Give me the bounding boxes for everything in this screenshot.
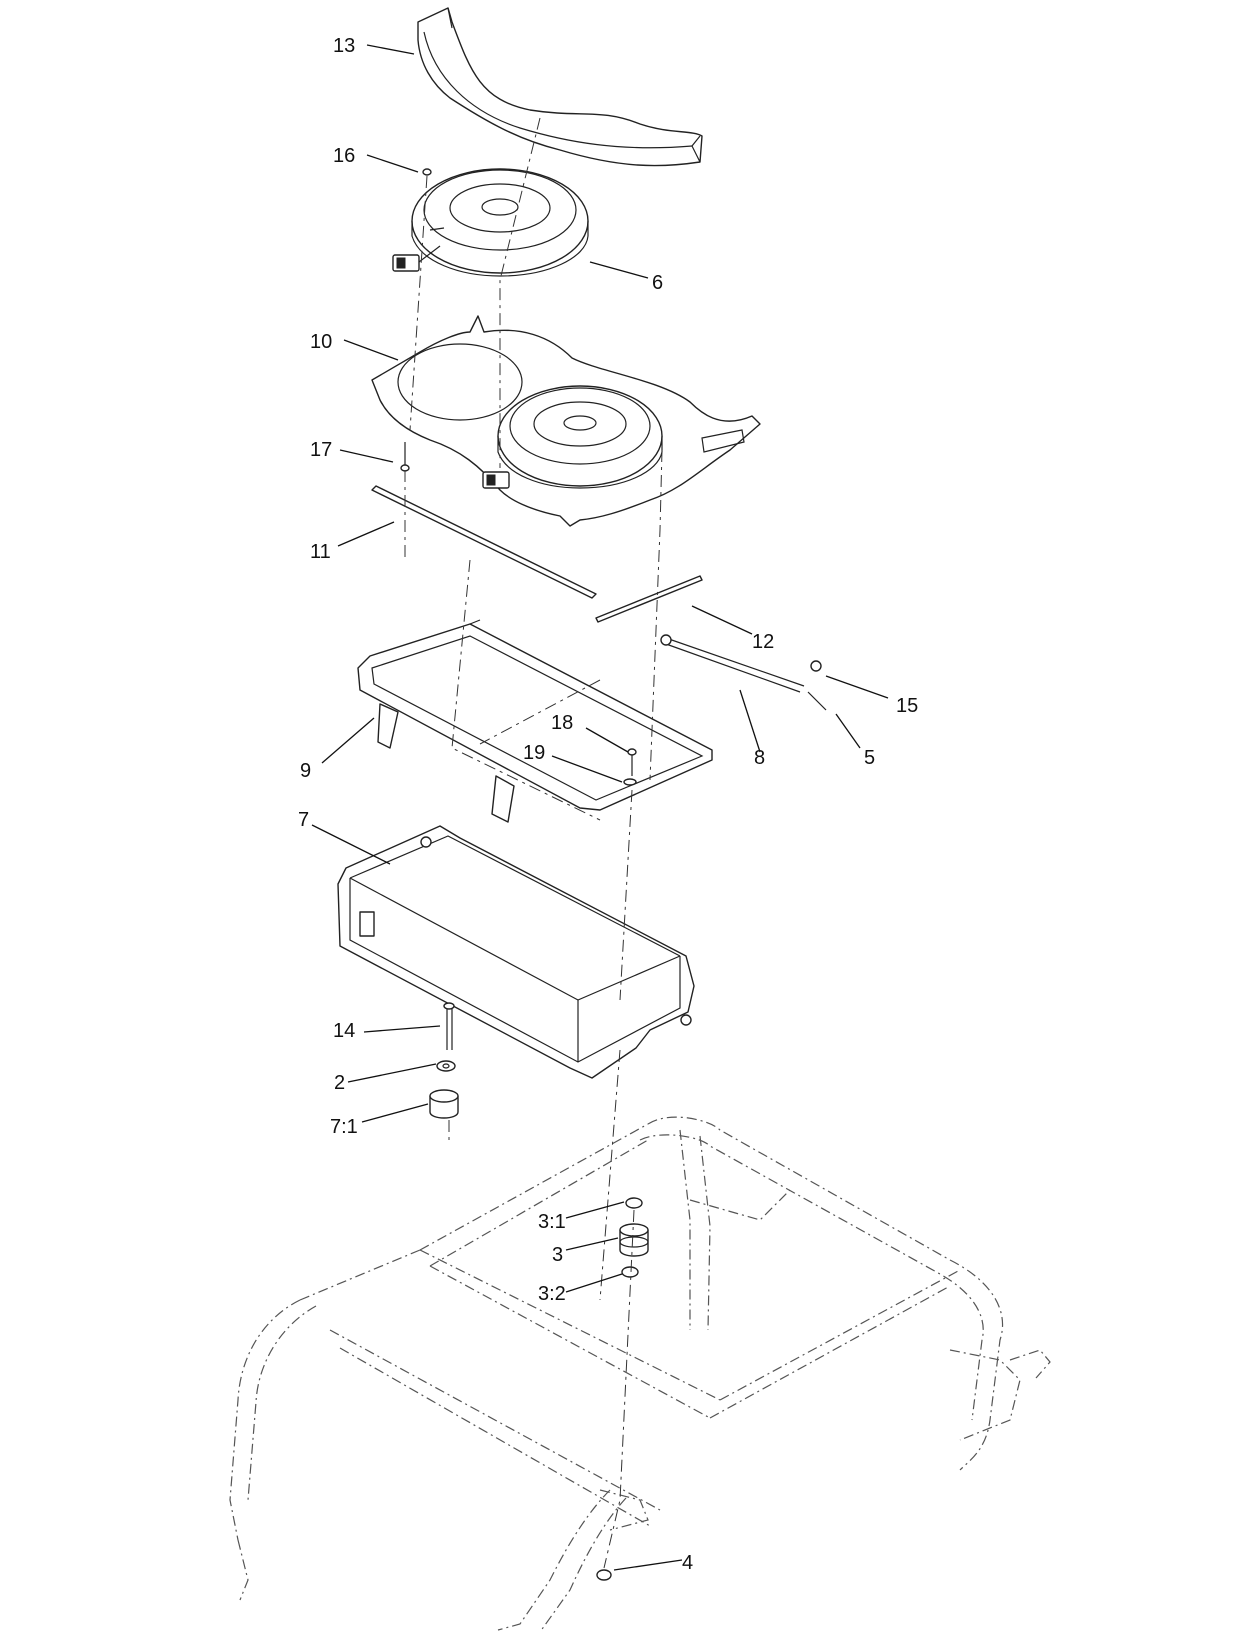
part-11-gasket-strip: [371, 485, 597, 599]
part-13-cover-strip: [417, 7, 703, 167]
part-9-tray-frame: [357, 619, 713, 823]
callout-17: 17: [310, 439, 332, 461]
callout-2: 2: [334, 1072, 345, 1094]
callout-6: 6: [652, 272, 663, 294]
part-12-gasket-strip: [595, 575, 703, 623]
part-16-screw: [422, 168, 432, 176]
callout-13: 13: [333, 35, 355, 57]
part-17-bolt: [400, 442, 410, 472]
machine-frame-phantom: [229, 1116, 1051, 1633]
assembly-centerlines: [404, 117, 663, 1569]
part-7-1-isolator: [429, 1089, 459, 1119]
part-8-rod: [660, 634, 805, 693]
part-2-washer: [436, 1060, 456, 1072]
callout-19: 19: [523, 742, 545, 764]
part-3-1-washer: [625, 1197, 643, 1209]
callout-3: 3: [552, 1244, 563, 1266]
callout-15: 15: [896, 695, 918, 717]
callout-4: 4: [682, 1552, 693, 1574]
callout-3-1: 3:1: [538, 1211, 566, 1233]
part-14-bolt: [443, 1002, 455, 1050]
part-6-fan-assembly: [392, 168, 589, 277]
callout-5: 5: [864, 747, 875, 769]
part-3-isolator: [619, 1223, 649, 1257]
callout-7: 7: [298, 809, 309, 831]
callout-3-2: 3:2: [538, 1283, 566, 1305]
callout-10: 10: [310, 331, 332, 353]
callout-numbers: 13 16 6 10 17 11 12 15 8 5 9 18 19 7 14 …: [298, 35, 918, 1574]
callout-16: 16: [333, 145, 355, 167]
callout-18: 18: [551, 712, 573, 734]
part-5-pin: [807, 691, 827, 711]
callout-14: 14: [333, 1020, 355, 1042]
callout-12: 12: [752, 631, 774, 653]
part-19-washer: [623, 778, 637, 786]
callout-11: 11: [310, 541, 331, 563]
part-10-fan-shroud-plate: [371, 315, 761, 527]
callout-leaders: [311, 44, 889, 1571]
part-7-controller-box: [337, 825, 695, 1079]
part-3-2-washer: [621, 1266, 639, 1278]
callout-7-1: 7:1: [330, 1116, 358, 1138]
part-4-nut: [596, 1569, 612, 1581]
callout-8: 8: [754, 747, 765, 769]
part-15-clip: [810, 660, 822, 672]
callout-9: 9: [300, 760, 311, 782]
